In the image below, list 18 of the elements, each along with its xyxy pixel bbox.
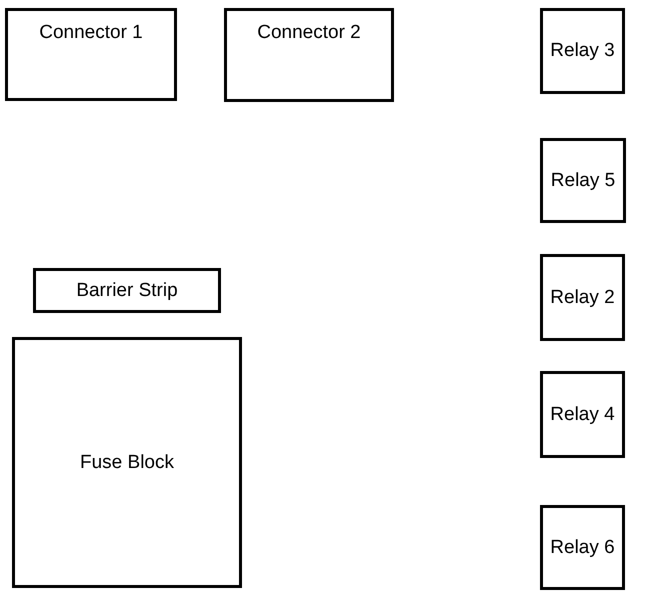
component-box xyxy=(540,138,626,223)
box-label: Relay 5 xyxy=(550,168,616,192)
box-label: Relay 3 xyxy=(550,39,615,63)
component-box xyxy=(12,337,242,588)
component-box xyxy=(224,8,394,102)
component-box xyxy=(540,371,625,458)
box-label: Connector 2 xyxy=(257,21,361,45)
component-box xyxy=(33,268,221,313)
box-label: Fuse Block xyxy=(80,450,174,474)
box-label: Relay 6 xyxy=(550,536,615,560)
component-box xyxy=(540,505,625,590)
component-box xyxy=(540,8,625,94)
component-box xyxy=(540,254,625,341)
box-label: Connector 1 xyxy=(39,21,143,45)
box-label: Barrier Strip xyxy=(76,278,178,302)
component-box xyxy=(5,8,177,101)
box-label: Relay 4 xyxy=(550,402,615,426)
box-label: Relay 2 xyxy=(550,286,615,310)
